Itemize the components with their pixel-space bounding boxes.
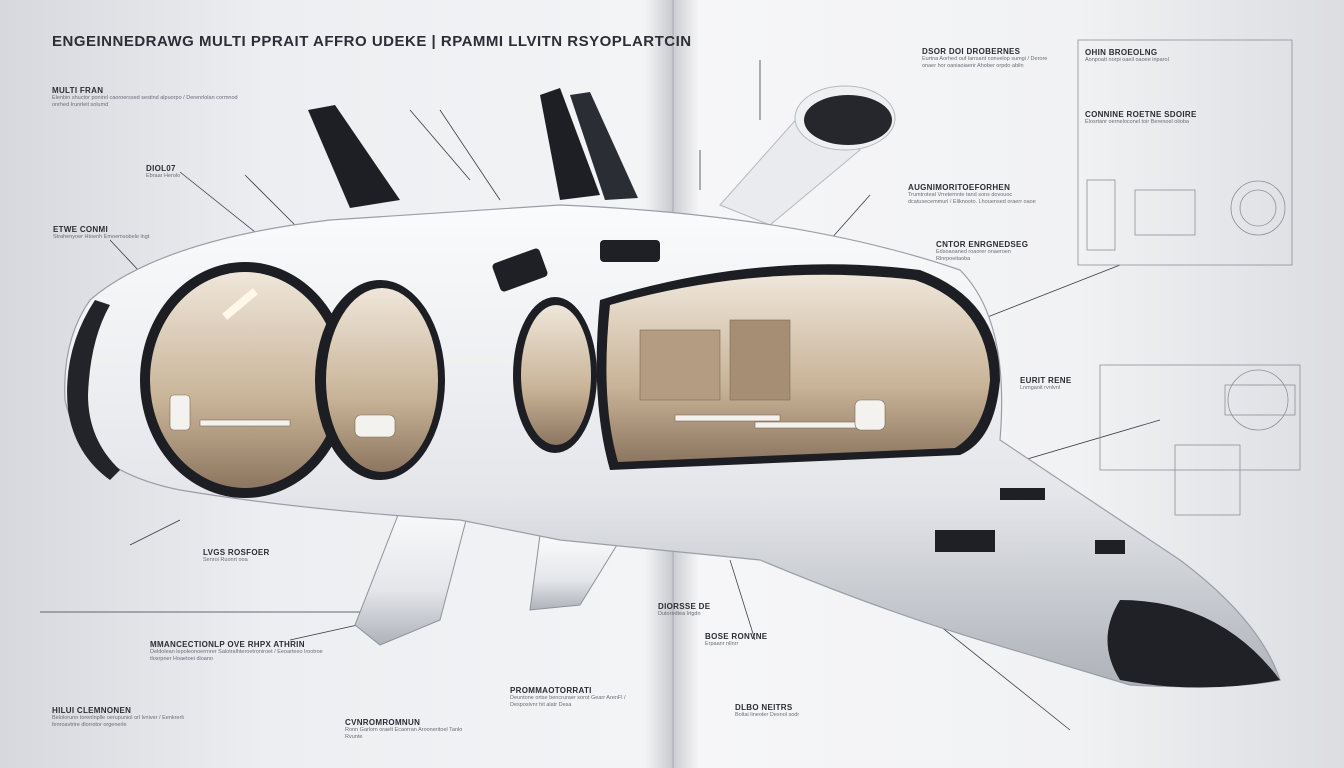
rear-ring [67, 300, 120, 480]
upper-fin-mid-b [570, 92, 638, 200]
upper-fin-left [308, 105, 400, 208]
lower-fin-right [529, 534, 621, 611]
page-title: ENGEINNEDRAWG MULTI PPRAIT AFFRO UDEKE |… [52, 33, 692, 50]
cutaway-rear-cabin [150, 272, 340, 488]
cutaway-mid-cabin [326, 288, 438, 472]
cutaway-small-cabin [521, 305, 591, 445]
cabin-furniture [169, 319, 886, 438]
lower-fin-left [354, 504, 471, 646]
blueprint-panels [1077, 39, 1301, 516]
upper-fin-mid-a [540, 88, 600, 200]
hull-windows [492, 240, 1125, 554]
ceiling-light [222, 288, 258, 320]
nose-cone [1107, 600, 1280, 688]
